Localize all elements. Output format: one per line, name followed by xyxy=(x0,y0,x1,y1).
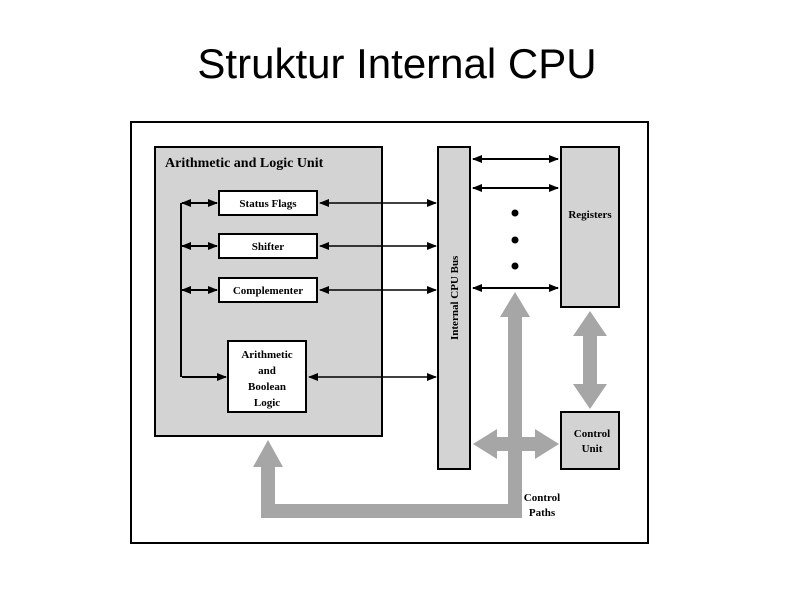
registers-block xyxy=(560,146,620,308)
complementer-label: Complementer xyxy=(233,285,303,297)
ellipsis-dot-2 xyxy=(511,236,519,244)
bus-control-double-arrow xyxy=(473,429,559,459)
control-unit-block xyxy=(560,411,620,470)
internal-cpu-bus xyxy=(437,146,471,470)
control-path-vertical-arrow xyxy=(500,292,530,518)
ellipsis-dot-1 xyxy=(511,209,519,217)
control-path-to-alu-arrow xyxy=(253,440,522,518)
status-flags-label: Status Flags xyxy=(239,198,297,210)
arith-line-2: and xyxy=(258,365,276,377)
complementer-box xyxy=(218,277,318,303)
alu-label: Arithmetic and Logic Unit xyxy=(165,156,324,171)
arith-line-1: Arithmetic xyxy=(241,349,292,361)
registers-label: Registers xyxy=(568,209,612,221)
status-flags-box xyxy=(218,190,318,216)
ellipsis-dot-3 xyxy=(511,262,519,270)
shifter-box xyxy=(218,233,318,259)
control-paths-line-2: Paths xyxy=(529,507,556,519)
page-title: Struktur Internal CPU xyxy=(197,40,597,87)
shifter-label: Shifter xyxy=(252,241,285,253)
arith-line-3: Boolean xyxy=(248,381,286,393)
control-unit-line-2: Unit xyxy=(582,443,603,455)
arith-line-4: Logic xyxy=(254,397,280,409)
internal-bus-label: Internal CPU Bus xyxy=(449,255,461,340)
reg-control-double-arrow xyxy=(573,311,607,409)
control-paths-line-1: Control xyxy=(524,492,560,504)
control-unit-line-1: Control xyxy=(574,428,610,440)
arithmetic-boolean-box xyxy=(227,340,307,413)
